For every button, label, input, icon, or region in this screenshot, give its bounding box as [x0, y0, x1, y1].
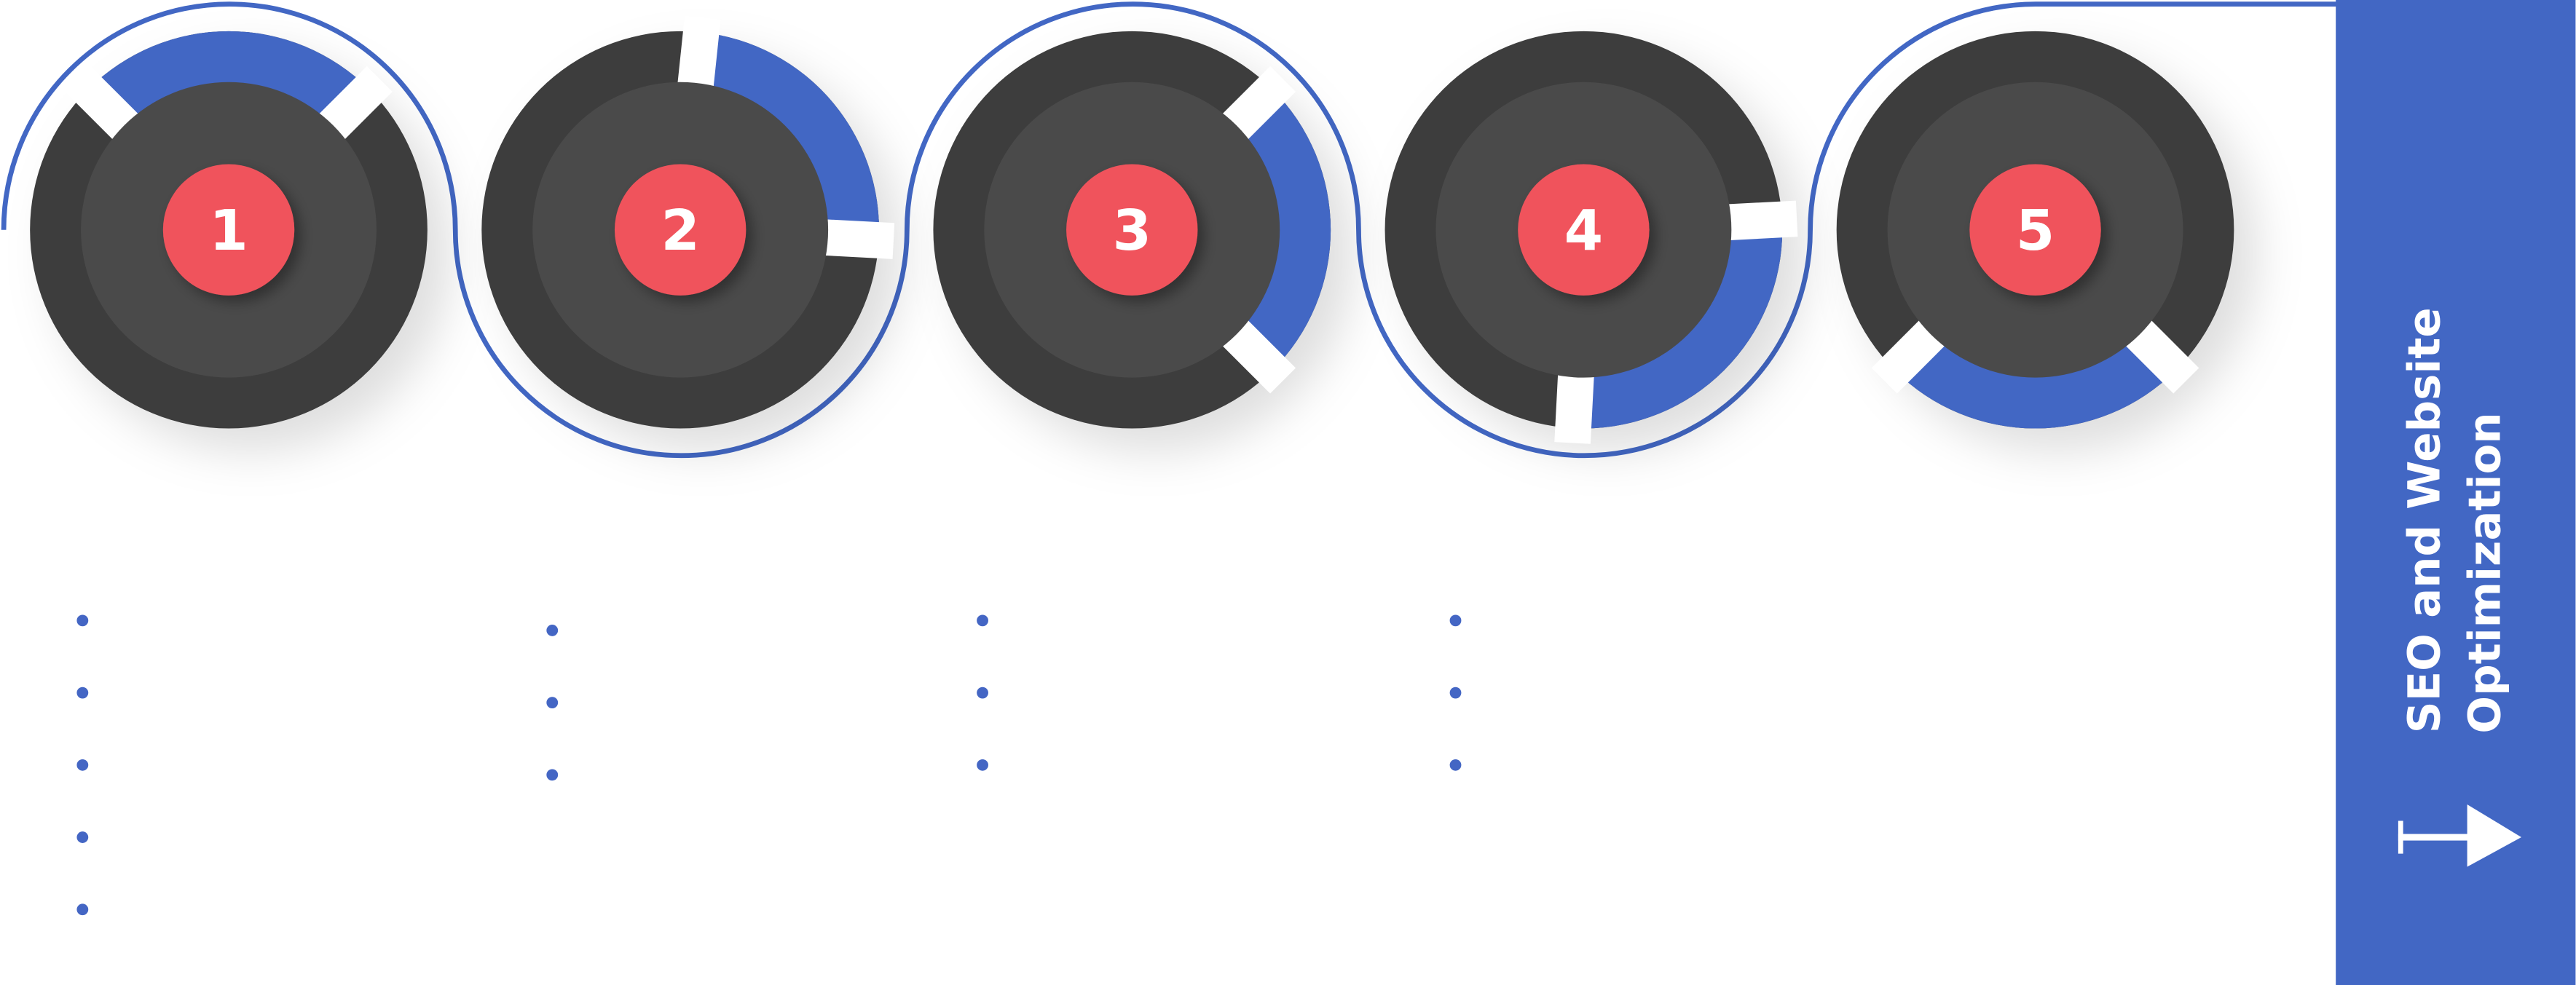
step-number: 2 — [661, 199, 699, 264]
bullet-dot — [977, 759, 988, 771]
step-number: 5 — [2016, 199, 2055, 264]
bullet-dot — [76, 759, 89, 771]
connector-outline — [1, 1, 2338, 459]
bullet-dot — [977, 614, 988, 627]
step-number-badge — [162, 164, 295, 296]
step-1: 1 — [30, 31, 428, 429]
arrow-right-icon — [2398, 804, 2522, 867]
bullet-dot — [546, 769, 559, 781]
step-3: 3 — [933, 31, 1331, 429]
step-number-badge — [1518, 164, 1650, 296]
panel-title-line1: SEO and Website — [2398, 307, 2450, 733]
bullet-dot — [76, 831, 89, 843]
bullet-dot — [977, 687, 988, 699]
step-number-badge — [1969, 164, 2101, 296]
step-number: 1 — [209, 199, 248, 264]
step-number: 4 — [1564, 199, 1603, 264]
bullet-dot — [1449, 759, 1462, 771]
bullet-dot — [546, 697, 559, 709]
step-number: 3 — [1113, 199, 1151, 264]
bullet-dot — [76, 903, 89, 916]
bullet-dot — [76, 687, 89, 699]
bullet-dot — [1449, 687, 1462, 699]
step-5: 5 — [1836, 31, 2234, 429]
step-number-badge — [614, 164, 747, 296]
step-number-badge — [1066, 164, 1198, 296]
panel-title-line2: Optimization — [2459, 412, 2511, 733]
bullet-dot — [546, 625, 559, 636]
title-panel: SEO and Website Optimization — [2336, 0, 2576, 985]
step-2: 2 — [481, 15, 895, 429]
bullet-dot — [1449, 614, 1462, 627]
panel-background — [2336, 0, 2576, 985]
step-4: 4 — [1384, 31, 1798, 444]
bullet-dot — [76, 614, 89, 627]
